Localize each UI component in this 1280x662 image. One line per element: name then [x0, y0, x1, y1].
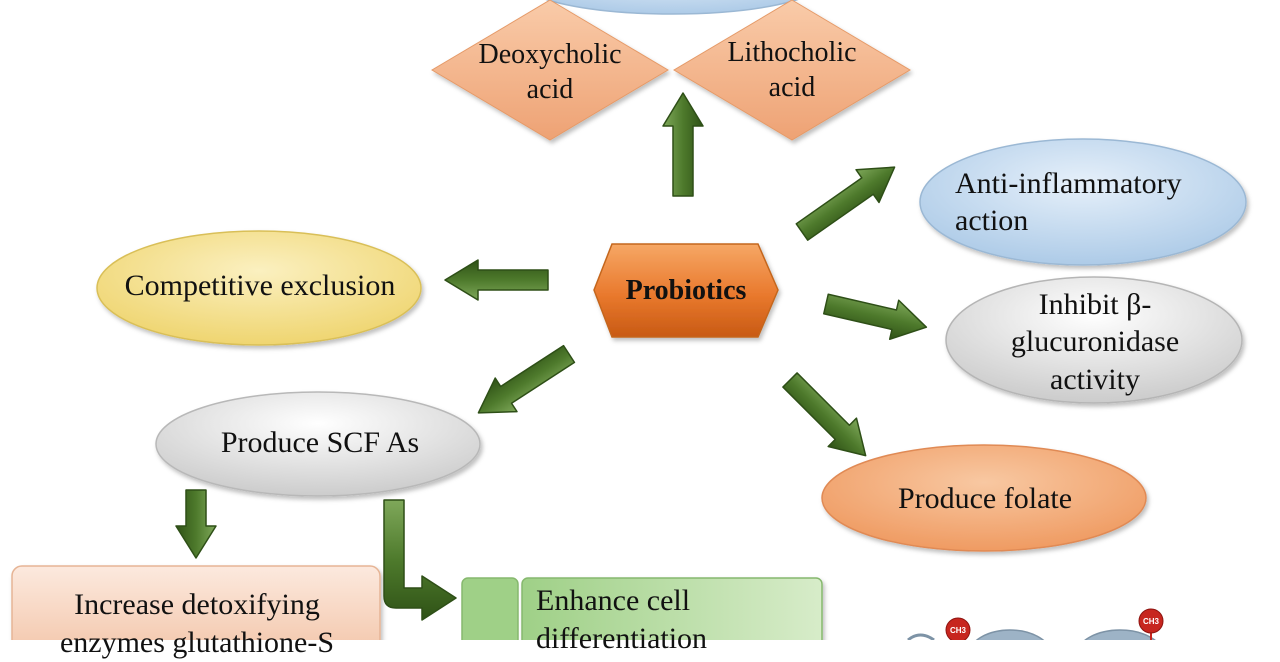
- arrow-to-detox: [175, 489, 217, 559]
- folate-label: Produce folate: [897, 482, 1073, 516]
- inhibit-ellipse: [945, 276, 1243, 404]
- methyl-tag-1-label: CH3: [950, 626, 967, 635]
- cell-diff-box: [521, 577, 823, 640]
- anti-inflammatory-ellipse: [919, 138, 1247, 266]
- top-ellipse-partial: [545, 0, 799, 15]
- arrow-to-anti-inflammatory: [795, 166, 896, 241]
- competitive-exclusion-label: Competitive exclusion: [124, 269, 396, 303]
- arrow-to-cell-diff: [383, 499, 457, 621]
- scfa-label: Produce SCF As: [220, 426, 420, 460]
- diagram-canvas: CH3 CH3: [11, 0, 1247, 640]
- probiotics-label: Probiotics: [625, 274, 747, 306]
- cell-diff-side-box: [461, 577, 519, 640]
- arrow-to-competitive-exclusion: [444, 259, 549, 301]
- arrow-to-scfa: [477, 344, 576, 414]
- arrow-to-folate: [782, 372, 867, 457]
- arrow-to-bile-acids: [662, 92, 704, 197]
- detox-box: [11, 565, 381, 640]
- deoxycholic-diamond: [431, 0, 669, 141]
- folate-ellipse: [821, 444, 1147, 552]
- methyl-tag-2: [1138, 608, 1164, 634]
- competitive-exclusion-ellipse: [96, 230, 422, 346]
- arrow-to-inhibit: [823, 293, 928, 340]
- methyl-tag-2-label: CH3: [1143, 617, 1160, 626]
- molecule-illustration: CH3 CH3: [907, 608, 1164, 640]
- arrows: [175, 92, 928, 621]
- methyl-tag-1: [945, 617, 971, 640]
- probiotics-hexagon: [593, 243, 779, 338]
- scfa-ellipse: [155, 391, 481, 497]
- lithocholic-diamond: [673, 0, 911, 141]
